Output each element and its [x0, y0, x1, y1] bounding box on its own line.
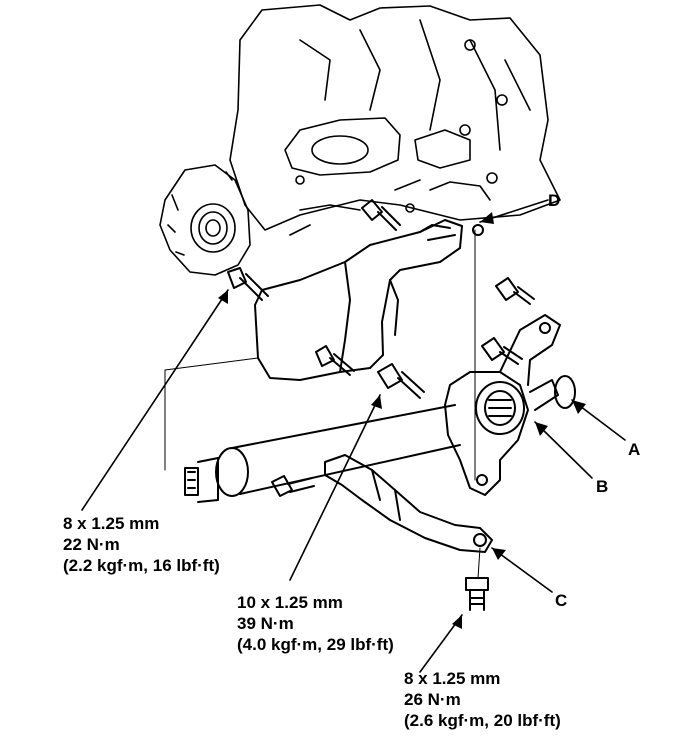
bolt-middle-large — [377, 363, 425, 399]
bolt-top-center — [361, 199, 401, 231]
intermediate-shaft-bracket — [254, 219, 484, 381]
bolt-right-middle — [481, 337, 523, 365]
bolt-size: 10 x 1.25 mm — [237, 593, 343, 612]
torque-alt-units: (2.6 kgf·m, 20 lbf·ft) — [404, 711, 561, 730]
bolt-top-left — [227, 267, 269, 301]
bolt-middle-left — [315, 345, 355, 376]
bolt-bottom — [465, 577, 489, 611]
callout-a: A — [628, 440, 641, 459]
bearing-support — [444, 314, 561, 496]
o-ring — [554, 375, 576, 409]
alignment-lines — [164, 229, 481, 579]
transmission-housing — [159, 164, 251, 276]
torque-alt-units: (4.0 kgf·m, 29 lbf·ft) — [237, 635, 394, 654]
torque-alt-units: (2.2 kgf·m, 16 lbf·ft) — [63, 556, 220, 575]
leader-arrowheads — [218, 212, 586, 629]
intermediate-shaft — [184, 404, 461, 503]
torque-spec-bottom: 8 x 1.25 mm 26 N·m (2.6 kgf·m, 20 lbf·ft… — [404, 668, 561, 731]
bolt-lower-left — [271, 475, 315, 497]
torque-value: 26 N·m — [404, 690, 461, 709]
torque-value: 39 N·m — [237, 614, 294, 633]
bolt-size: 8 x 1.25 mm — [63, 514, 160, 533]
lower-bracket — [324, 454, 493, 553]
callout-b: B — [596, 477, 609, 496]
bolt-size: 8 x 1.25 mm — [404, 669, 501, 688]
torque-spec-center: 10 x 1.25 mm 39 N·m (4.0 kgf·m, 29 lbf·f… — [237, 592, 394, 655]
torque-spec-left: 8 x 1.25 mm 22 N·m (2.2 kgf·m, 16 lbf·ft… — [63, 513, 220, 576]
engine-block — [229, 4, 561, 236]
callout-c: C — [555, 591, 568, 610]
torque-value: 22 N·m — [63, 535, 120, 554]
bolt-right-top — [495, 277, 535, 305]
callout-d: D — [548, 191, 561, 210]
